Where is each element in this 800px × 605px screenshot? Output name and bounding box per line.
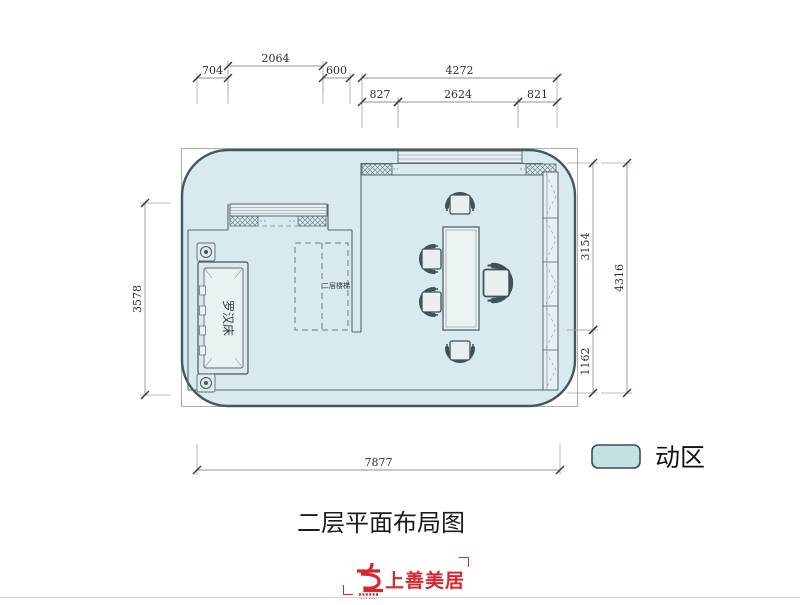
page-divider [0,597,800,598]
dining-table [442,226,480,331]
legend-label: 动区 [655,445,705,472]
wall-hatch [229,215,259,227]
logo-icon [357,562,383,599]
dimension-tick [393,97,403,107]
daybed: 罗汉床 [197,261,249,375]
stool-bottom [196,373,216,393]
dimension-tick [588,388,598,398]
drawing-title: 二层平面布局图 [297,510,465,537]
dimension-label: 821 [527,88,548,101]
dimension-label: 2064 [262,52,290,65]
wall-hatch [297,215,327,227]
dimension-tick [192,73,202,83]
stairwell: 二层楼梯 [294,242,350,331]
wall-hatch [361,163,393,176]
dimension-tick [192,465,202,475]
top-window [397,150,523,164]
dining-set [419,192,511,363]
dining-chair [445,192,475,216]
dimension-label: 600 [326,64,347,77]
dimension-tick [318,73,328,83]
dimension-tick [622,158,632,168]
dimension-label: 704 [202,64,223,77]
legend: 动区 [591,444,705,472]
dining-chair [419,287,443,317]
dimension-label: 3578 [131,285,144,313]
legend-swatch [591,444,641,469]
dimension-tick [622,388,632,398]
brand-logo: 上善美居 [343,556,469,600]
dimension-tick [555,465,565,475]
dimension-tick [140,198,150,208]
dimension-label: 1162 [579,348,592,376]
stool-top [196,242,216,262]
dimension-tick [318,61,328,71]
dimension-tick [345,73,355,83]
dimension-tick [552,73,562,83]
dimension-tick [223,61,233,71]
dimension-label: 4316 [613,264,626,292]
stairwell-label: 二层楼梯 [322,281,350,290]
dimension-tick [223,73,233,83]
logo-bracket-bottom-left [343,585,353,595]
dimension-label: 3154 [579,233,592,261]
dimension-tick [513,97,523,107]
logo-bracket-top-right [459,557,469,567]
dimension-annotations: 2064 704 600 4272 827 2624 821 7877 3578 3154 1162… [131,52,632,475]
dimension-label: 2624 [444,88,472,101]
dimension-label: 7877 [365,456,393,469]
daybed-label: 罗汉床 [221,300,235,336]
dimension-tick [588,158,598,168]
wall-hatch [525,163,557,176]
dimension-tick [357,97,367,107]
dining-armchair [484,265,511,300]
dimension-tick [552,97,562,107]
dimension-tick [357,73,367,83]
logo-text: 上善美居 [385,571,466,592]
dimension-tick [588,325,598,335]
dimension-tick [140,390,150,400]
dining-chair [445,339,475,363]
dimension-label: 827 [370,88,391,101]
dining-chair [419,244,443,274]
dimension-label: 4272 [446,64,474,77]
bay-window-left [229,203,328,227]
side-window-strip [542,171,559,391]
